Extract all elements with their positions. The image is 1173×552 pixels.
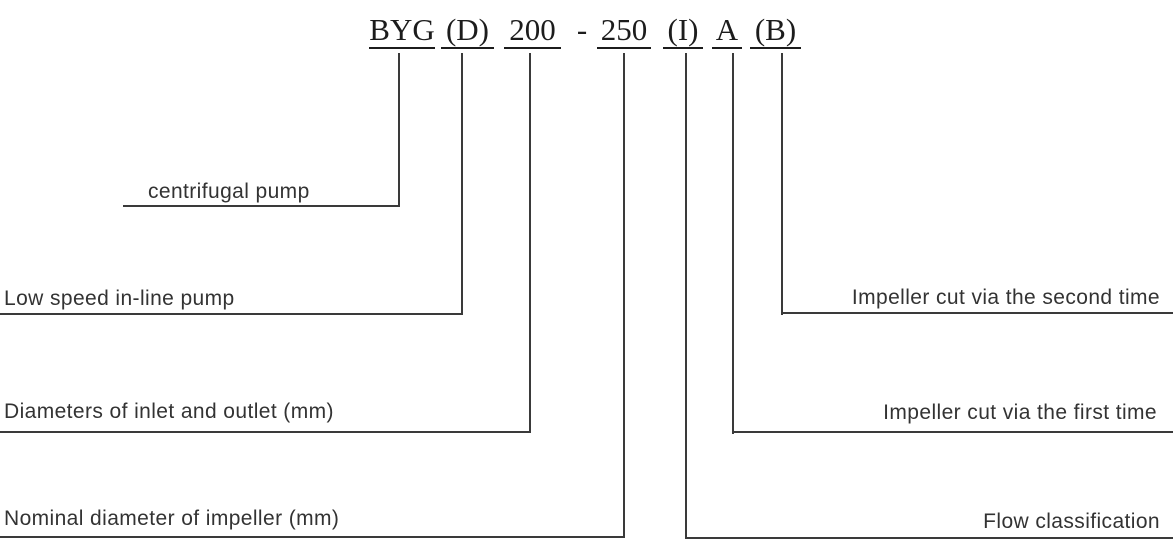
label-impeller-nominal-diameter: Nominal diameter of impeller (mm) xyxy=(4,507,340,530)
connector-hline-impeller-cut-first xyxy=(732,431,1173,433)
code-segment-first-cut: A xyxy=(712,13,742,49)
label-impeller-cut-second: Impeller cut via the second time xyxy=(851,286,1160,309)
connector-vline-flow-class xyxy=(685,53,687,539)
connector-hline-impeller-nominal-diameter xyxy=(0,536,625,538)
label-flow-classification: Flow classification xyxy=(983,510,1160,533)
label-impeller-cut-first: Impeller cut via the first time xyxy=(883,401,1157,424)
connector-vline-impeller-nominal-diameter xyxy=(623,53,625,538)
connector-hline-impeller-cut-second xyxy=(781,312,1173,314)
connector-hline-low-speed-inline-pump xyxy=(0,313,463,315)
connector-hline-centrifugal-pump xyxy=(123,205,400,207)
connector-vline-first-cut xyxy=(732,53,734,434)
label-inlet-outlet-diameter: Diameters of inlet and outlet (mm) xyxy=(4,400,334,423)
label-low-speed-inline-pump: Low speed in-line pump xyxy=(4,287,235,310)
code-segment-separator: - xyxy=(576,12,588,47)
connector-vline-inlet-outlet-diameter xyxy=(529,53,531,433)
connector-vline-low-speed-variant xyxy=(461,53,463,315)
code-segment-flow-class: (I) xyxy=(663,13,703,49)
connector-vline-second-cut xyxy=(781,53,783,315)
connector-hline-inlet-outlet-diameter xyxy=(0,431,531,433)
connector-hline-flow-classification xyxy=(685,537,1173,539)
code-segment-inlet-outlet-diameter: 200 xyxy=(504,13,561,49)
code-segment-series: BYG xyxy=(369,12,435,49)
label-centrifugal-pump: centrifugal pump xyxy=(148,180,310,203)
connector-vline-series xyxy=(398,53,400,207)
code-segment-low-speed-variant: (D) xyxy=(441,13,494,49)
code-segment-impeller-nominal-diameter: 250 xyxy=(597,13,651,49)
code-segment-second-cut: (B) xyxy=(750,13,801,49)
